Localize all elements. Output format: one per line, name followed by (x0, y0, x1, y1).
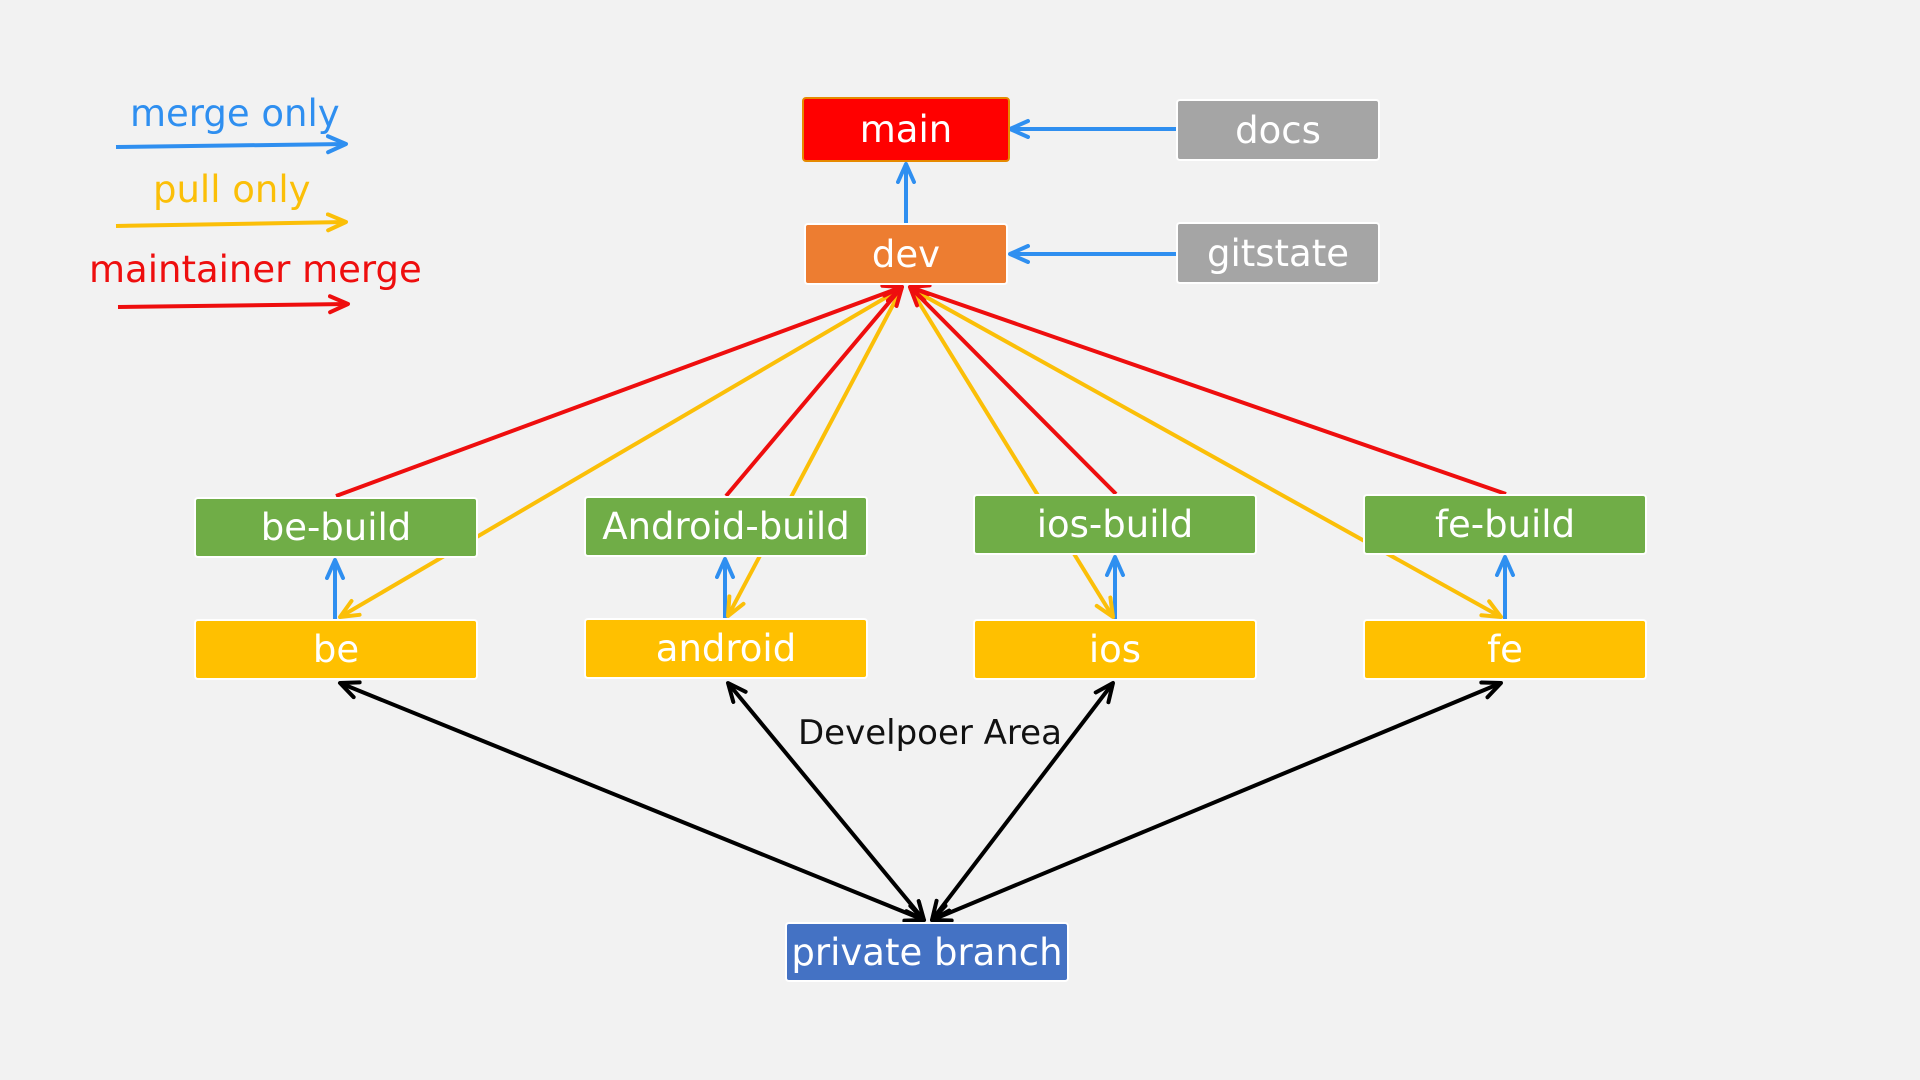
legend-maintainer-merge-label: maintainer merge (89, 248, 422, 291)
be-branch-node: be (194, 619, 478, 680)
edge-be-build-to-dev (335, 283, 904, 498)
legend-merge-only-label: merge only (130, 92, 340, 135)
docs-branch-node: docs (1176, 99, 1380, 161)
edge-ios-build-to-dev (908, 285, 1118, 496)
be-build-branch-node: be-build (194, 497, 478, 558)
legend-maintainer-merge-arrow (117, 294, 350, 315)
edge-dev-to-be (338, 286, 904, 619)
edge-android-build-to-dev (724, 285, 904, 498)
legend-pull-only-arrow (115, 212, 348, 233)
main-branch-node: main (802, 97, 1010, 162)
android-build-branch-node: Android-build (584, 496, 868, 557)
edge-dev-to-android (726, 287, 904, 618)
edge-dev-to-fe (909, 286, 1503, 619)
gitstate-branch-node: gitstate (1176, 222, 1380, 284)
developer-area-label: Develpoer Area (798, 713, 1062, 753)
ios-branch-node: ios (973, 619, 1257, 680)
fe-build-branch-node: fe-build (1363, 494, 1647, 555)
edge-dev-to-ios (908, 286, 1115, 619)
android-branch-node: android (584, 618, 868, 679)
dev-branch-node: dev (804, 223, 1008, 285)
private-branch-node: private branch (785, 922, 1069, 982)
fe-branch-node: fe (1363, 619, 1647, 680)
legend-merge-only-arrow (115, 134, 348, 155)
ios-build-branch-node: ios-build (973, 494, 1257, 555)
legend-pull-only-label: pull only (153, 168, 311, 211)
edge-fe-build-to-dev (908, 283, 1507, 496)
